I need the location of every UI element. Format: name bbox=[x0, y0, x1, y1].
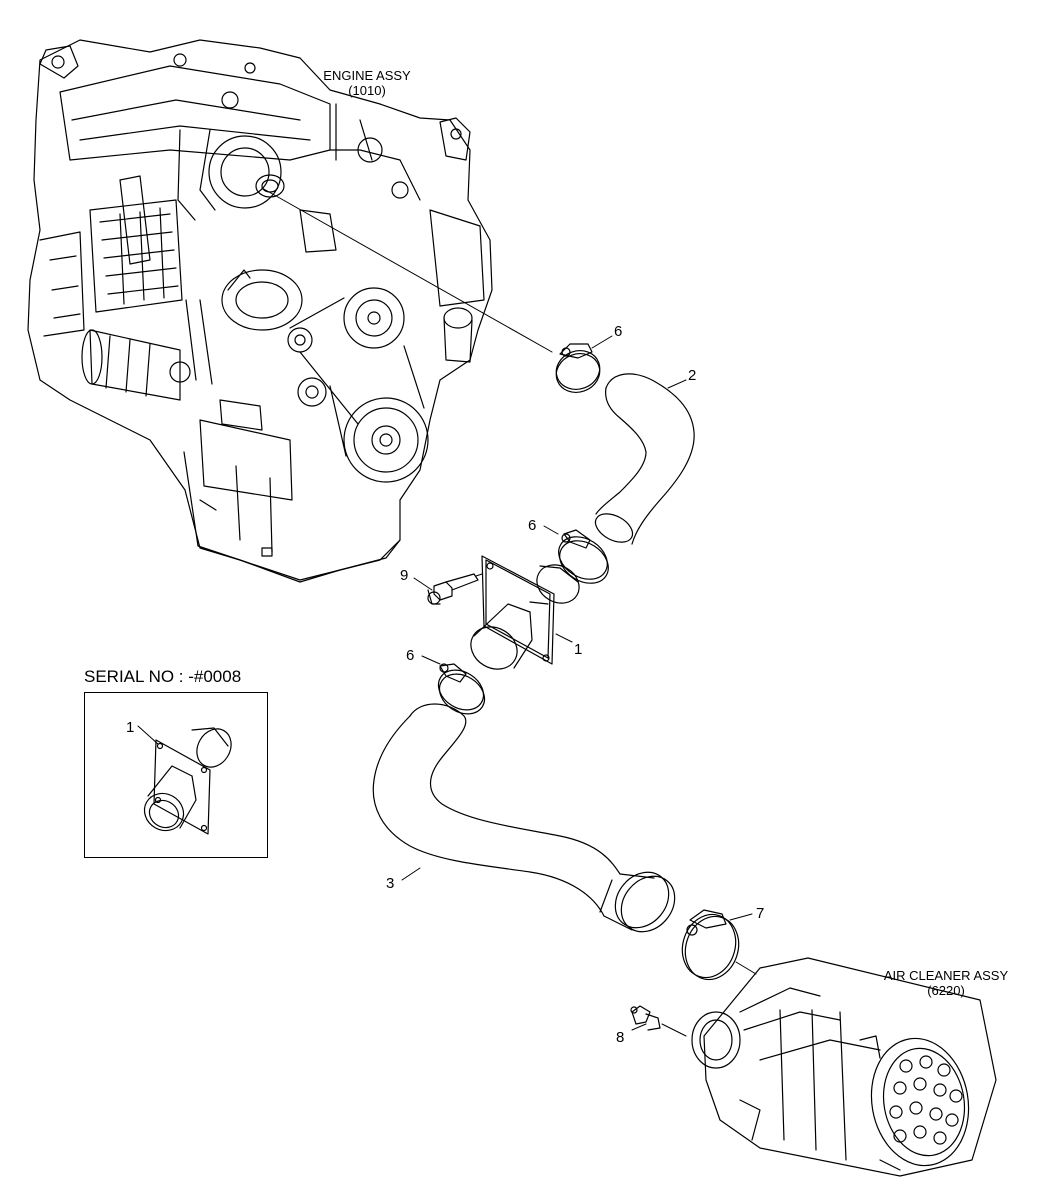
callout-3: 3 bbox=[386, 875, 395, 892]
bolt-9 bbox=[427, 573, 479, 605]
air-cleaner-assy-code: (6220) bbox=[927, 983, 965, 998]
serial-inset-box bbox=[84, 692, 268, 858]
engine-assy-label: ENGINE ASSY (1010) bbox=[312, 68, 422, 98]
callout-9: 9 bbox=[400, 567, 409, 584]
callout-8: 8 bbox=[616, 1029, 625, 1046]
adapter-flange-1 bbox=[470, 555, 580, 670]
serial-number-note: SERIAL NO : -#0008 bbox=[84, 667, 242, 686]
hose-clamp-6-top bbox=[555, 343, 601, 393]
engine-assy-name: ENGINE ASSY bbox=[323, 68, 411, 83]
callout-1-inset: 1 bbox=[126, 719, 135, 736]
callout-6-top: 6 bbox=[614, 323, 623, 340]
sensor-8 bbox=[630, 1005, 661, 1031]
hose-3 bbox=[372, 703, 676, 933]
callout-7: 7 bbox=[756, 905, 765, 922]
hose-clamp-7 bbox=[681, 909, 740, 981]
callout-6-middle: 6 bbox=[528, 517, 537, 534]
engine-assembly-drawing bbox=[27, 39, 493, 583]
engine-assy-code: (1010) bbox=[348, 83, 386, 98]
hose-2 bbox=[594, 373, 695, 545]
callout-1-main: 1 bbox=[574, 641, 583, 658]
leader-line-engine bbox=[261, 187, 553, 353]
air-cleaner-assembly-drawing bbox=[691, 957, 997, 1177]
hose-clamp-6-lower bbox=[437, 663, 486, 715]
callout-6-lower: 6 bbox=[406, 647, 415, 664]
air-cleaner-assy-label: AIR CLEANER ASSY (6220) bbox=[866, 968, 1026, 998]
inset-adapter-1-drawing bbox=[143, 727, 232, 835]
callout-2: 2 bbox=[688, 367, 697, 384]
air-cleaner-assy-name: AIR CLEANER ASSY bbox=[883, 968, 1009, 983]
